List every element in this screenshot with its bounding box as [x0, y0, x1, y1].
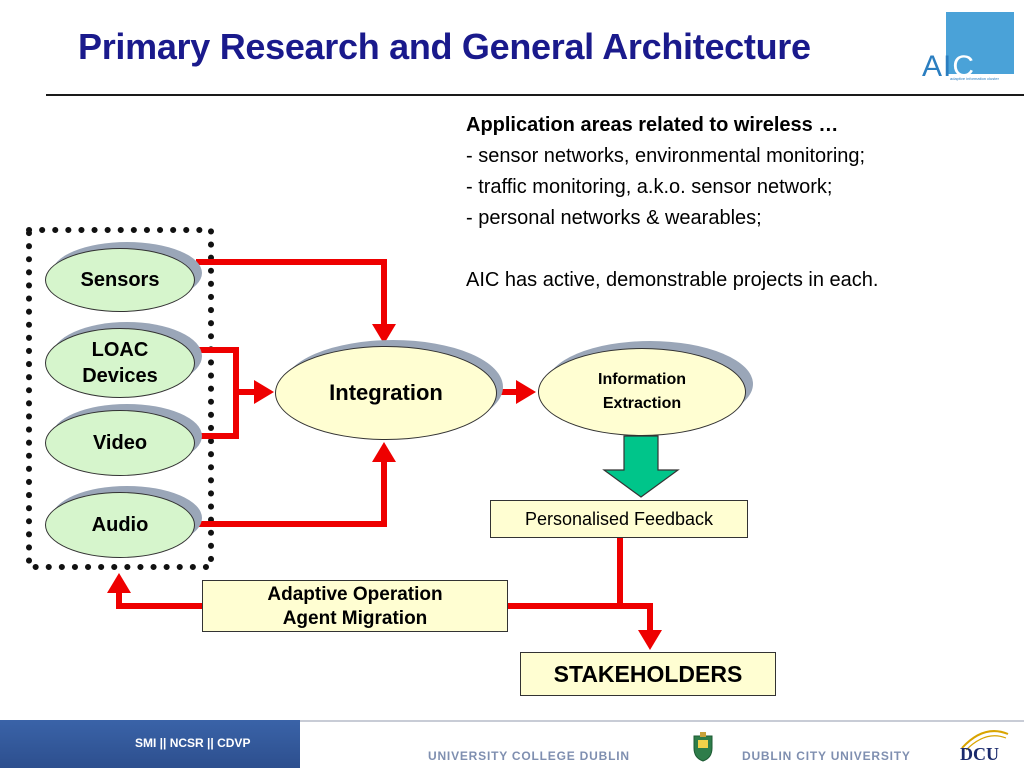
page-title: Primary Research and General Architectur…	[78, 26, 811, 67]
application-areas-heading: Application areas related to wireless …	[466, 114, 839, 136]
extraction-label-line2: Extraction	[602, 395, 682, 412]
aic-logo: AIC adaptive information cluster	[920, 12, 1014, 84]
application-item: - traffic monitoring, a.k.o. sensor netw…	[466, 176, 833, 198]
arrowhead-up-integration	[372, 442, 396, 462]
application-note: AIC has active, demonstrable projects in…	[466, 269, 879, 291]
information-extraction-oval: Information Extraction	[538, 348, 746, 436]
aic-logo-tagline: adaptive information cluster	[950, 76, 999, 81]
personalised-feedback-box: Personalised Feedback	[490, 500, 748, 538]
footer-ucd: UNIVERSITY COLLEGE DUBLIN	[428, 749, 630, 763]
audio-label: Audio	[91, 513, 149, 536]
title-divider	[46, 94, 1024, 96]
application-item: - sensor networks, environmental monitor…	[466, 145, 866, 167]
adaptive-label-line2: Agent Migration	[282, 608, 428, 629]
feedback-to-stakeholders-line	[617, 538, 653, 632]
footer-blue-panel	[0, 720, 300, 768]
video-oval: Video	[45, 410, 195, 476]
aic-logo-text: AIC	[922, 50, 976, 83]
footer-groups: SMI || NCSR || CDVP	[135, 736, 251, 750]
input-group-dotted-box	[26, 227, 214, 570]
audio-to-integration-line	[196, 462, 387, 527]
ucd-crest-icon	[693, 732, 713, 762]
dcu-swoosh-icon	[961, 730, 1009, 751]
dcu-logo: DCU	[960, 744, 999, 764]
loac-label-line2: Devices	[82, 365, 158, 387]
sensors-to-integration-line	[196, 259, 387, 326]
arrowhead-right-extraction	[516, 380, 536, 404]
loac-connector	[196, 347, 239, 392]
arrowhead-down-integration	[372, 324, 396, 344]
video-label: Video	[92, 431, 148, 454]
stakeholders-box: STAKEHOLDERS	[520, 652, 776, 696]
integration-label: Integration	[329, 380, 443, 405]
extraction-label-line1: Information	[598, 371, 686, 388]
green-down-arrow	[602, 435, 680, 498]
stakeholders-label: STAKEHOLDERS	[553, 661, 743, 687]
arrowhead-down-stakeholders	[638, 630, 662, 650]
application-item: - personal networks & wearables;	[466, 207, 762, 229]
arrowhead-right-integration	[254, 380, 274, 404]
footer-dcu: DUBLIN CITY UNIVERSITY	[742, 749, 911, 763]
footer-divider	[300, 720, 1024, 722]
integration-oval: Integration	[275, 346, 497, 440]
application-areas: Application areas related to wireless … …	[466, 110, 878, 296]
personalised-feedback-label: Personalised Feedback	[524, 509, 714, 529]
adaptive-label-line1: Adaptive Operation	[267, 584, 443, 605]
footer: SMI || NCSR || CDVP UNIVERSITY COLLEGE D…	[0, 720, 1024, 768]
arrowhead-up-inputs	[107, 573, 131, 593]
loac-label-line1: LOAC	[91, 339, 149, 361]
sensors-oval: Sensors	[45, 248, 195, 312]
aic-logo-square	[946, 12, 1014, 74]
audio-oval: Audio	[45, 492, 195, 558]
adaptive-operation-box: Adaptive Operation Agent Migration	[202, 580, 508, 632]
adaptive-to-inputs-line	[116, 592, 204, 609]
loac-devices-oval: LOAC Devices	[45, 328, 195, 398]
video-connector	[196, 392, 239, 439]
sensors-label: Sensors	[80, 268, 160, 291]
